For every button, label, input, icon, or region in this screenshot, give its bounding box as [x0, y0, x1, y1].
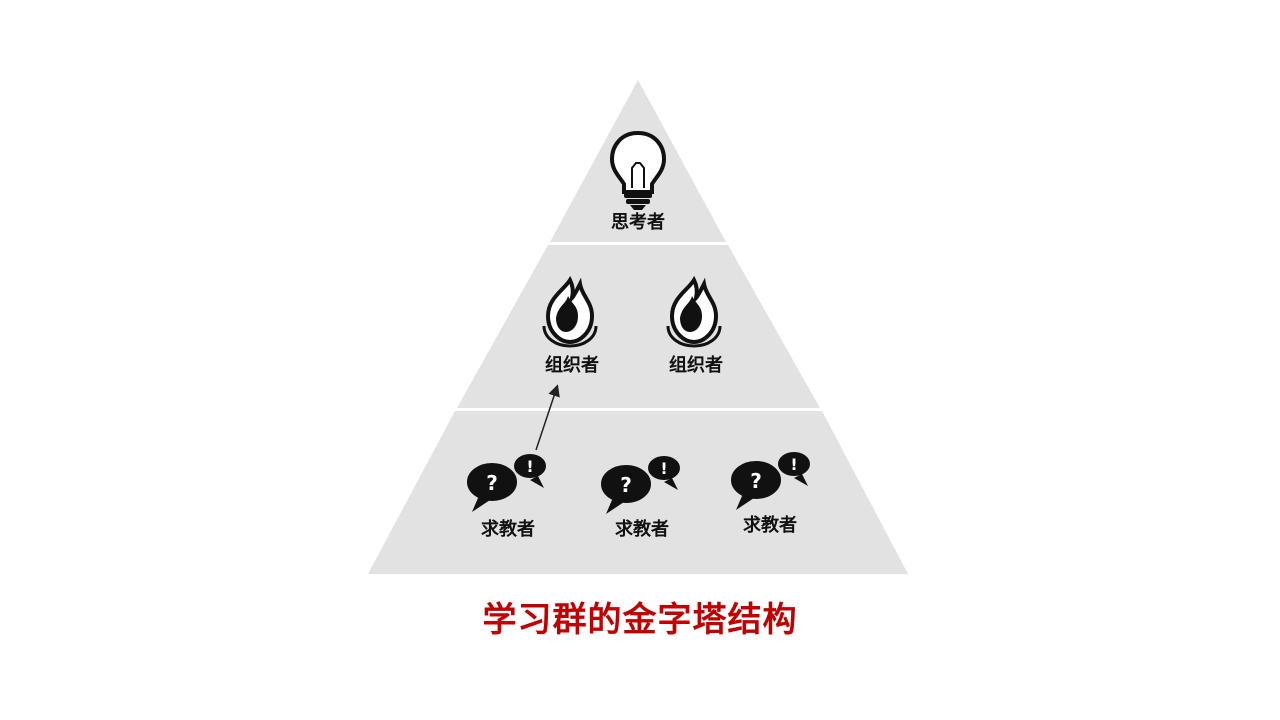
question-speech-bubbles-icon: ! ?	[599, 456, 680, 514]
role-organizer-right: 组织者	[666, 275, 723, 376]
svg-text:!: !	[790, 455, 797, 474]
svg-text:?: ?	[486, 471, 498, 495]
role-label-seeker-2: 求教者	[615, 518, 669, 540]
svg-text:!: !	[660, 459, 667, 478]
question-speech-bubbles-icon: ! ?	[465, 454, 546, 512]
svg-text:!: !	[526, 457, 533, 476]
question-speech-bubbles-icon: ! ?	[729, 452, 810, 510]
role-seeker-1: ! ? 求教者	[465, 454, 546, 540]
role-label-organizer-left: 组织者	[545, 354, 599, 376]
svg-text:?: ?	[620, 473, 632, 497]
progression-arrow	[535, 384, 560, 451]
flame-icon	[666, 275, 722, 348]
svg-text:?: ?	[750, 469, 762, 493]
role-organizer-left: 组织者	[542, 275, 599, 376]
role-label-seeker-3: 求教者	[743, 514, 797, 536]
diagram-caption: 学习群的金字塔结构	[482, 600, 798, 640]
role-label-organizer-right: 组织者	[669, 354, 723, 376]
pyramid-tier-middle	[457, 245, 820, 408]
role-label-seeker-1: 求教者	[481, 518, 535, 540]
role-seeker-2: ! ? 求教者	[599, 456, 680, 540]
role-thinker: 思考者	[609, 130, 667, 233]
flame-icon	[542, 275, 598, 348]
role-seeker-3: ! ? 求教者	[729, 452, 810, 536]
lightbulb-icon	[609, 130, 667, 210]
role-label-thinker: 思考者	[611, 211, 665, 233]
